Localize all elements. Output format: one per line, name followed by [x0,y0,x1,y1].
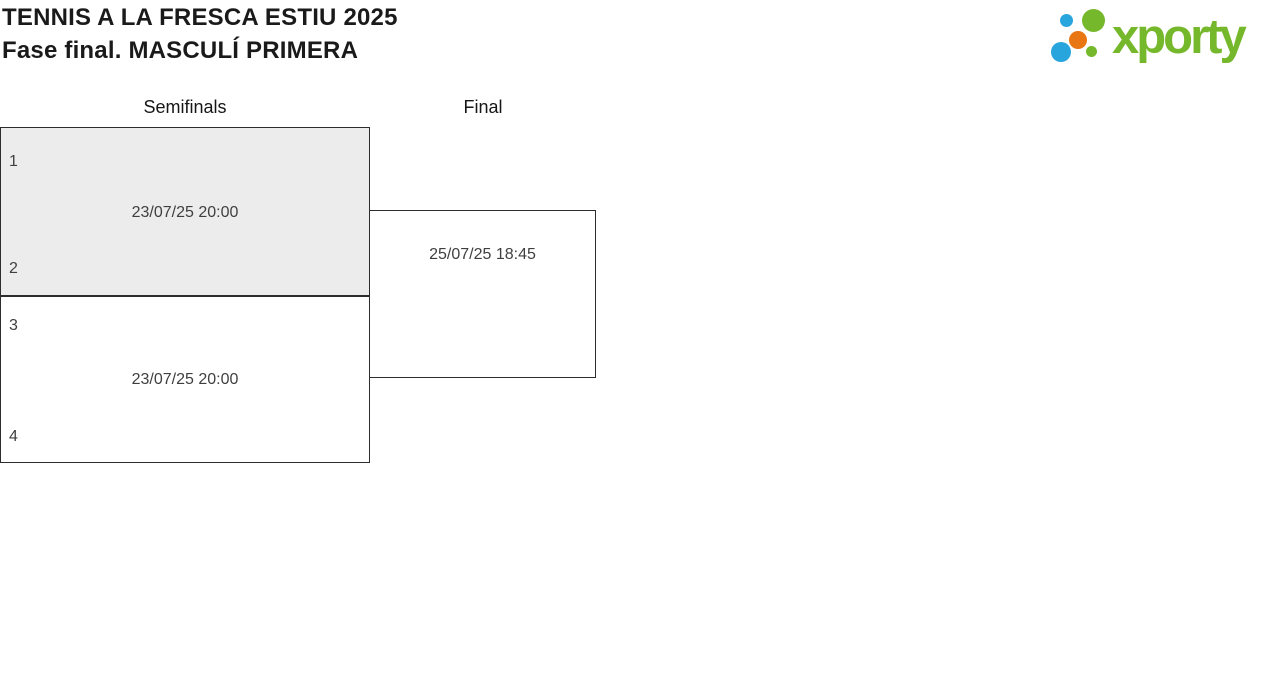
seed-number: 3 [9,317,18,334]
logo-dot-blue-large-icon [1051,42,1071,62]
xporty-logo[interactable]: xporty [1050,6,1280,68]
seed-number: 4 [9,428,18,445]
match-datetime: 23/07/25 20:00 [131,371,239,388]
match-datetime: 25/07/25 18:45 [429,246,536,263]
logo-dot-blue-small-icon [1060,14,1073,27]
logo-dot-orange-icon [1069,31,1087,49]
tournament-title: TENNIS A LA FRESCA ESTIU 2025 [2,4,398,31]
tournament-subtitle: Fase final. MASCULÍ PRIMERA [2,37,359,64]
logo-dot-green-small-icon [1086,46,1097,57]
seed-number: 2 [9,260,18,277]
match-semifinal-1[interactable]: 1 23/07/25 20:00 2 [0,127,370,296]
round-label-semifinals: Semifinals [143,97,227,117]
match-semifinal-2[interactable]: 3 23/07/25 20:00 4 [0,296,370,463]
logo-dot-green-large-icon [1082,9,1105,32]
seed-number: 1 [9,153,18,170]
round-label-final: Final [463,97,503,117]
match-final[interactable]: 25/07/25 18:45 [369,210,596,378]
match-datetime: 23/07/25 20:00 [131,204,239,221]
xporty-wordmark: xporty [1112,10,1247,64]
